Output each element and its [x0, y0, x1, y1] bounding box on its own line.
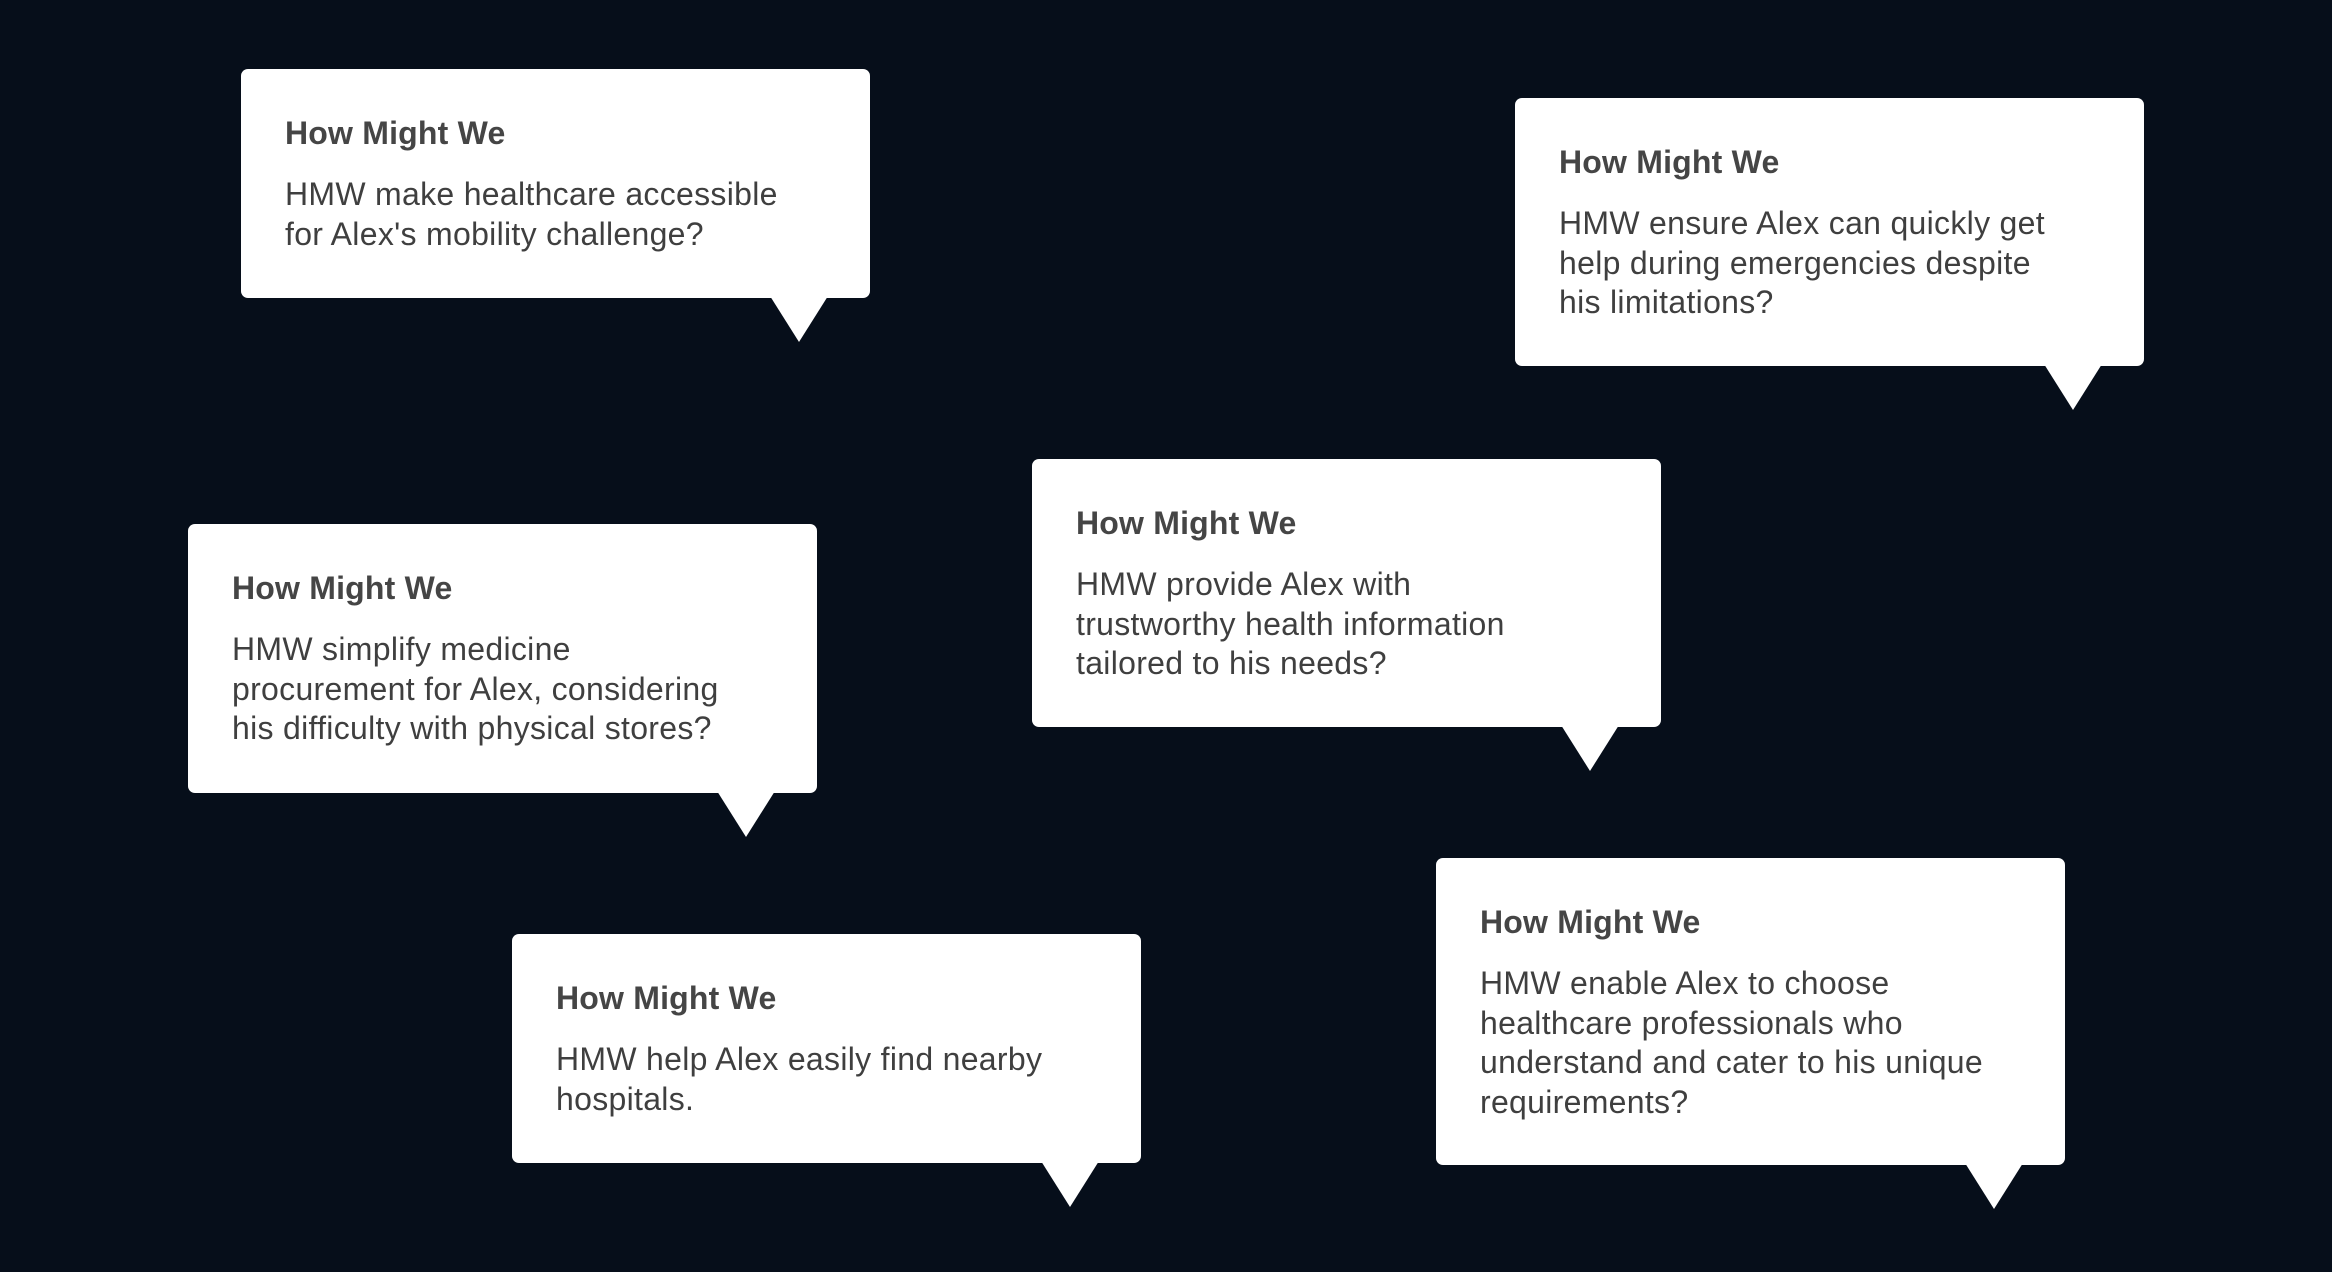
- hmw-card-choose-professionals[interactable]: How Might We HMW enable Alex to choose h…: [1436, 858, 2065, 1209]
- card-text: HMW help Alex easily find nearby hospita…: [556, 1040, 1097, 1119]
- card-title: How Might We: [285, 115, 506, 151]
- card-text-line: trustworthy health information: [1076, 605, 1505, 642]
- card-text-line: for Alex's mobility challenge?: [285, 215, 704, 252]
- card-text: HMW simplify medicine procurement for Al…: [232, 630, 773, 749]
- hmw-card-find-hospitals[interactable]: How Might We HMW help Alex easily find n…: [512, 934, 1141, 1207]
- speech-tail: [1561, 725, 1619, 771]
- card-title: How Might We: [232, 570, 453, 606]
- card-text-line: HMW help Alex easily find nearby: [556, 1041, 1043, 1077]
- card-text-line: HMW ensure Alex can quickly get: [1559, 205, 2045, 241]
- speech-tail: [717, 791, 775, 837]
- card-text-line: hospitals.: [556, 1080, 695, 1117]
- card-text: HMW enable Alex to choose healthcare pro…: [1480, 964, 2021, 1122]
- hmw-card-emergency-help[interactable]: How Might We HMW ensure Alex can quickly…: [1515, 98, 2144, 410]
- hmw-card-health-information[interactable]: How Might We HMW provide Alex with trust…: [1032, 459, 1661, 771]
- card-text-line: tailored to his needs?: [1076, 645, 1387, 681]
- card-text-line: his difficulty with physical stores?: [232, 710, 712, 746]
- card-title: How Might We: [1559, 144, 1780, 180]
- card-text-line: his limitations?: [1559, 284, 1774, 320]
- card-text: HMW provide Alex with trustworthy health…: [1076, 565, 1617, 684]
- card-text: HMW ensure Alex can quickly get help dur…: [1559, 204, 2100, 323]
- hmw-card-medicine-procurement[interactable]: How Might We HMW simplify medicine procu…: [188, 524, 817, 837]
- card-text-line: HMW simplify medicine: [232, 631, 571, 667]
- card-text-line: understand and cater to his unique: [1480, 1044, 1983, 1080]
- card-title: How Might We: [1480, 904, 1701, 940]
- card-title: How Might We: [556, 980, 777, 1016]
- hmw-card-healthcare-access[interactable]: How Might We HMW make healthcare accessi…: [241, 69, 870, 342]
- speech-tail: [1041, 1161, 1099, 1207]
- card-text: HMW make healthcare accessible for Alex'…: [285, 175, 826, 254]
- card-text-line: healthcare professionals who: [1480, 1004, 1903, 1041]
- card-text-line: HMW provide Alex with: [1076, 566, 1412, 602]
- card-text-line: HMW enable Alex to choose: [1480, 965, 1890, 1001]
- card-text-line: help during emergencies despite: [1559, 244, 2031, 281]
- speech-tail: [1965, 1163, 2023, 1209]
- card-text-line: procurement for Alex, considering: [232, 670, 719, 707]
- card-text-line: HMW make healthcare accessible: [285, 176, 778, 212]
- card-title: How Might We: [1076, 505, 1297, 541]
- speech-tail: [2044, 364, 2102, 410]
- speech-tail: [770, 296, 828, 342]
- card-text-line: requirements?: [1480, 1083, 1689, 1120]
